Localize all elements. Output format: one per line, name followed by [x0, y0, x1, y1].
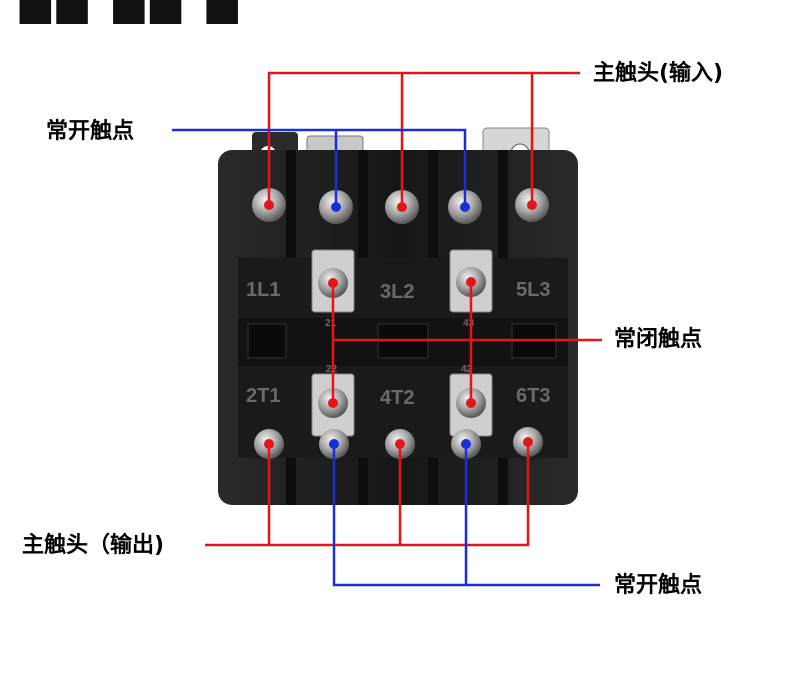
- label-main-contact-input: 主触头(输入): [593, 61, 724, 86]
- cropped-title: ▆▆ ▆▆ ▆: [20, 0, 244, 24]
- mark-6t3: 6T3: [516, 385, 550, 407]
- mark-aux-42: 42: [461, 364, 473, 375]
- label-main-contact-output: 主触头（输出): [22, 533, 165, 558]
- red-callout-lines: [205, 71, 602, 547]
- blue-callout-lines: [172, 128, 600, 587]
- mark-4t2: 4T2: [380, 387, 414, 409]
- terminal-markings: 1L1 3L2 5L3 2T1 4T2 6T3 21 43 22 42: [246, 279, 550, 409]
- label-normally-closed: 常闭触点: [614, 327, 703, 352]
- mark-aux-43: 43: [463, 318, 475, 329]
- mark-aux-21: 21: [325, 318, 337, 329]
- mark-5l3: 5L3: [516, 279, 550, 301]
- mark-2t1: 2T1: [246, 385, 280, 407]
- mark-1l1: 1L1: [246, 279, 280, 301]
- mark-3l2: 3L2: [380, 281, 414, 303]
- marker-dots: [264, 200, 537, 449]
- label-normally-open-top: 常开触点: [46, 119, 135, 144]
- label-normally-open-bottom: 常开触点: [614, 573, 703, 598]
